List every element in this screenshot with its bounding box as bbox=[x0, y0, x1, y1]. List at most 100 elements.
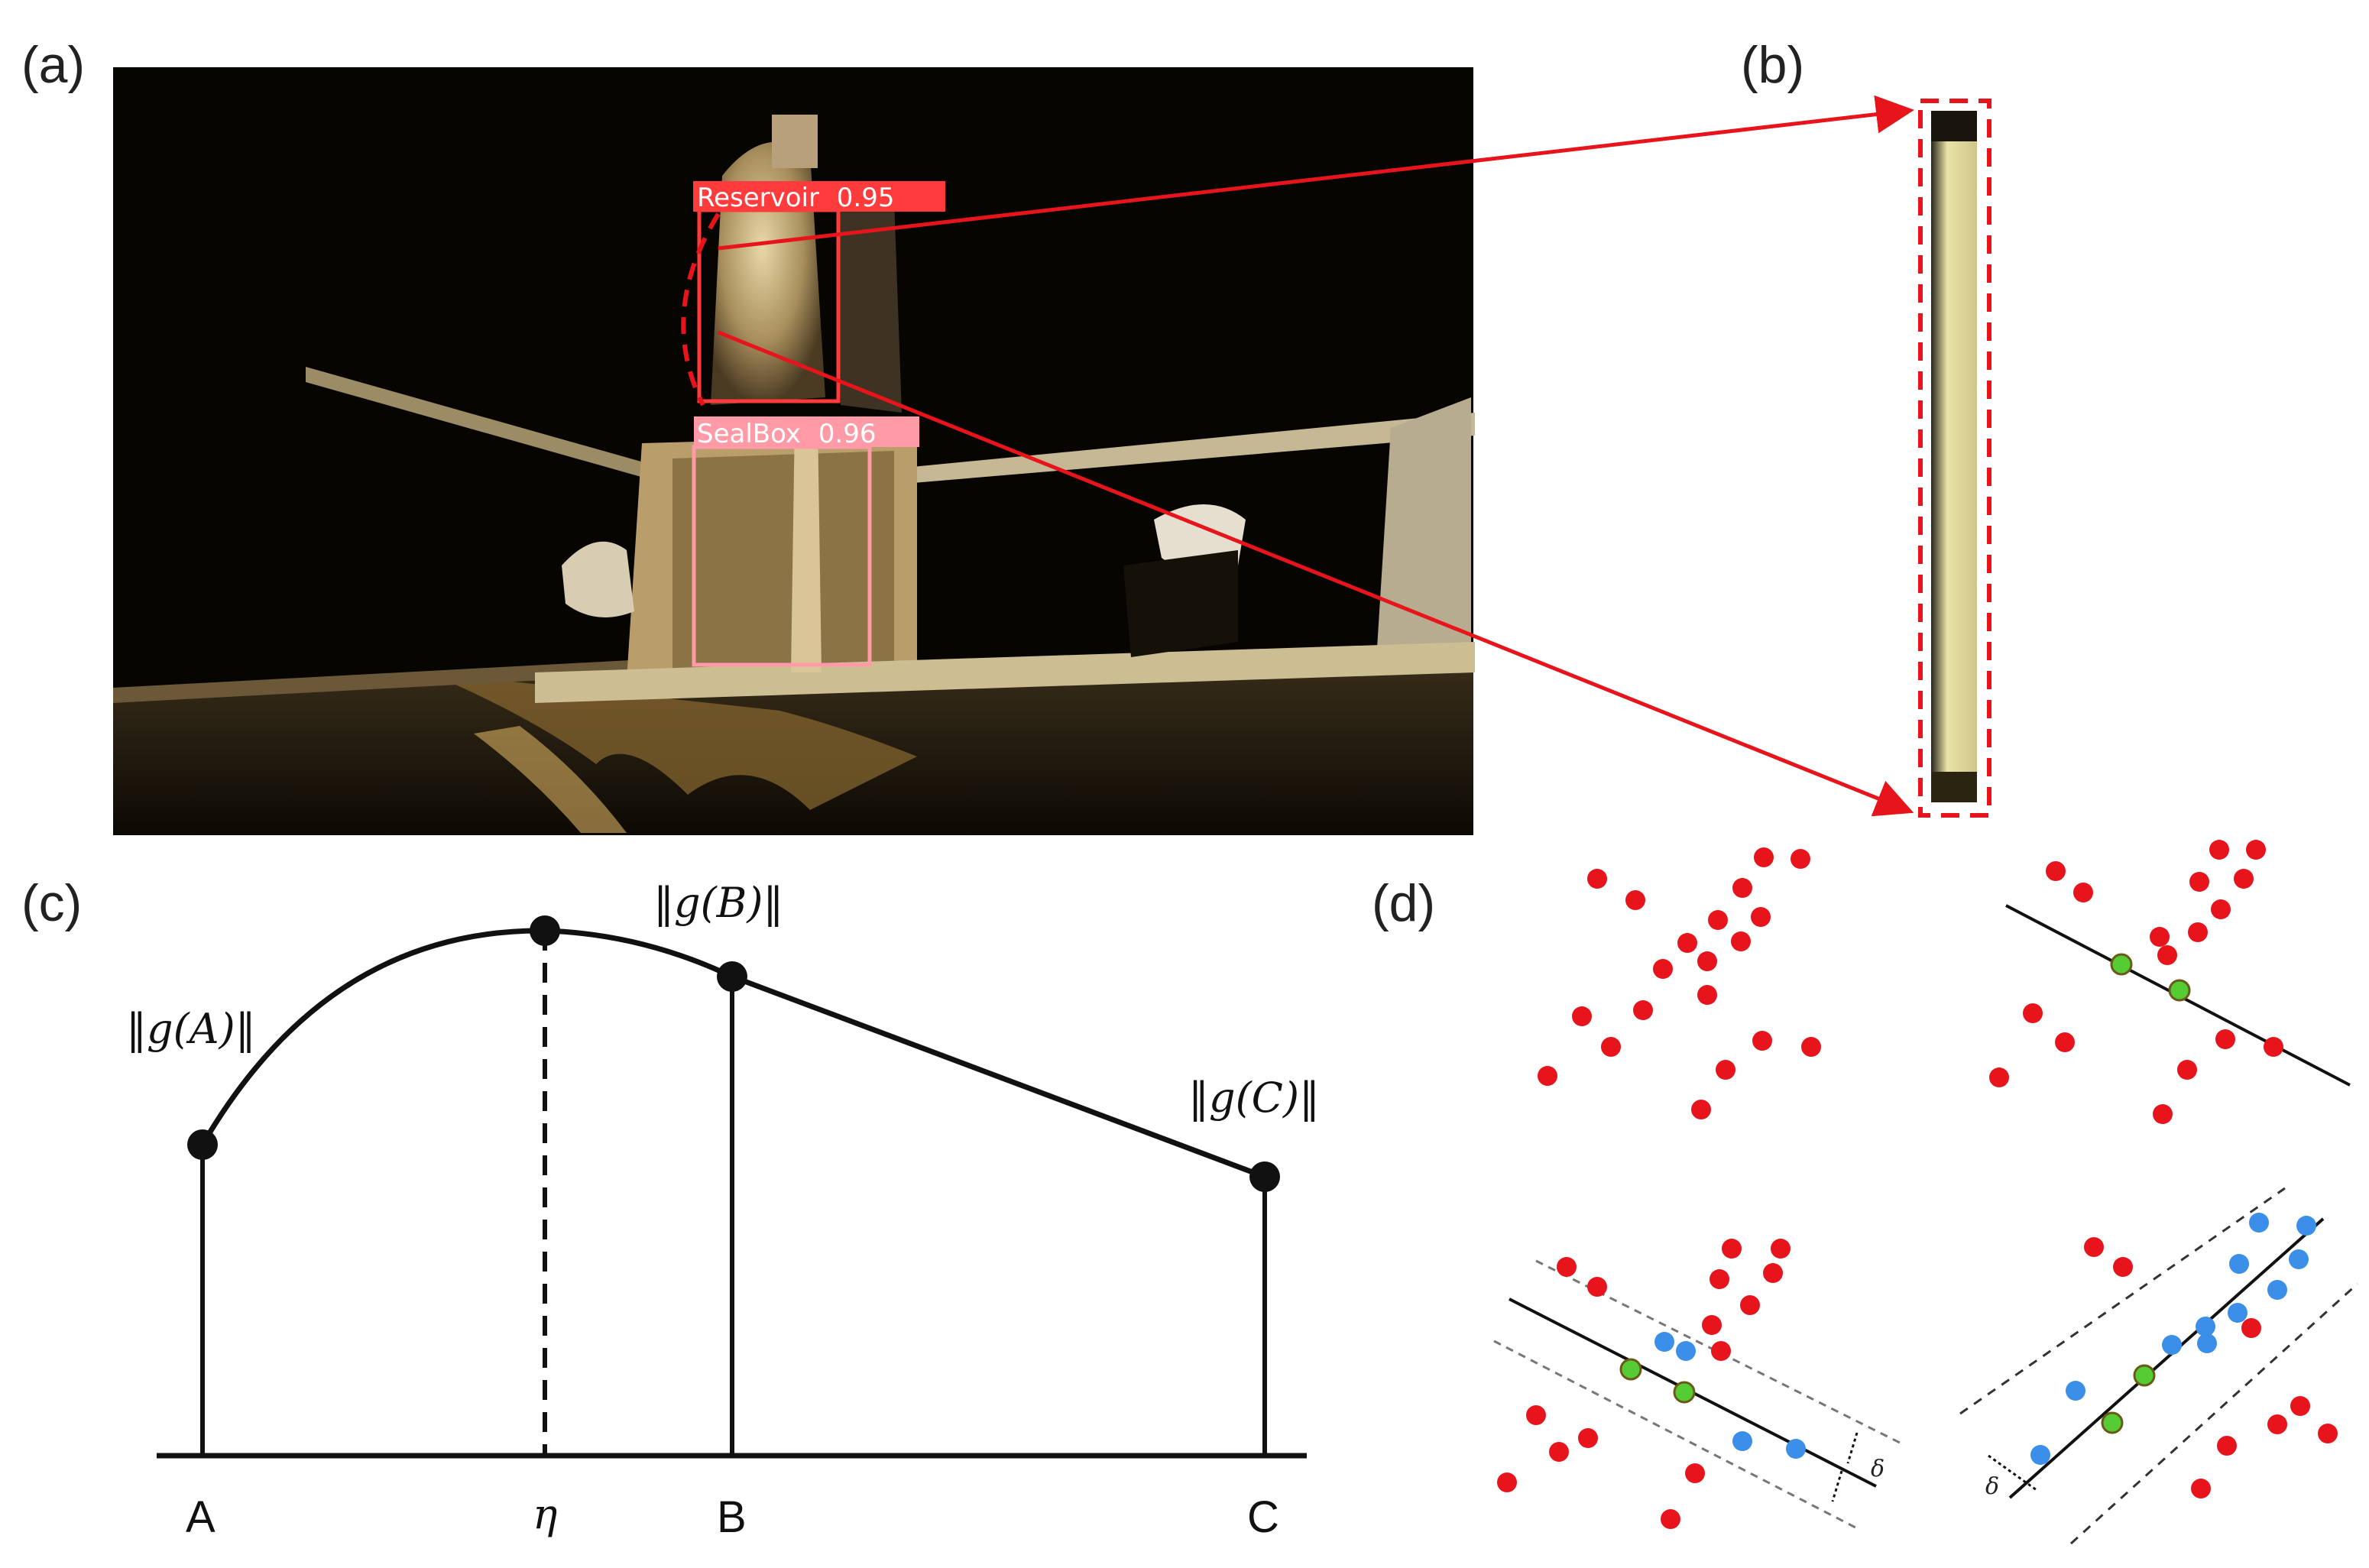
point-eta bbox=[530, 915, 560, 946]
ransac-point-tl-outlier bbox=[1677, 933, 1697, 953]
crop-strip bbox=[1931, 111, 1977, 802]
ransac-point-br-outlier bbox=[2191, 1479, 2211, 1498]
ransac-point-tr-outlier bbox=[2209, 840, 2229, 860]
ransac-point-tl-outlier bbox=[1633, 1000, 1653, 1020]
band-lower-br bbox=[2069, 1282, 2359, 1545]
ransac-point-tr-outlier bbox=[2189, 872, 2209, 892]
ransac-point-tr-outlier bbox=[2177, 1060, 2197, 1080]
ransac-point-br-outlier bbox=[2318, 1424, 2338, 1443]
ransac-point-bl-outlier bbox=[1557, 1257, 1577, 1277]
ransac-point-br-inlier bbox=[2249, 1213, 2269, 1233]
label-gC: ‖g(C)‖ bbox=[1188, 1074, 1320, 1122]
ransac-point-tl-outlier bbox=[1732, 878, 1752, 898]
ransac-point-tr-outlier bbox=[2046, 861, 2066, 881]
ransac-point-tr-outlier bbox=[2215, 1029, 2235, 1049]
ransac-point-tr-outlier bbox=[2211, 899, 2231, 919]
crop-frame-dashed bbox=[1918, 99, 1991, 818]
ransac-point-tr-outlier bbox=[2150, 927, 2170, 947]
ransac-point-br-outlier bbox=[2217, 1436, 2237, 1456]
ransac-point-bl-outlier bbox=[1497, 1472, 1517, 1492]
ransac-point-br-outlier bbox=[2241, 1318, 2261, 1338]
ransac-point-tl-outlier bbox=[1697, 985, 1717, 1005]
ransac-point-bl-outlier bbox=[1661, 1509, 1680, 1529]
ransac-point-tl-outlier bbox=[1791, 849, 1810, 869]
ransac-point-br-inlier bbox=[2196, 1317, 2215, 1336]
ransac-point-tr-outlier bbox=[2234, 869, 2254, 889]
delta-label-br: δ bbox=[1985, 1473, 1999, 1500]
svg-text:Reservoir 0.95: Reservoir 0.95 bbox=[697, 183, 895, 213]
delta-arrow-bl bbox=[1846, 1432, 1859, 1464]
ransac-point-br-inlier bbox=[2066, 1381, 2085, 1401]
ransac-point-br-sample bbox=[2133, 1364, 2156, 1387]
ransac-point-bl-outlier bbox=[1526, 1405, 1546, 1425]
ransac-point-tr-outlier bbox=[2055, 1032, 2075, 1052]
ransac-points bbox=[1497, 840, 2338, 1529]
ransac-point-br-inlier bbox=[2289, 1249, 2309, 1269]
ransac-point-tr-sample bbox=[2168, 979, 2191, 1002]
ransac-point-bl-outlier bbox=[1722, 1239, 1742, 1259]
ransac-point-bl-inlier bbox=[1732, 1431, 1752, 1451]
ransac-point-bl-outlier bbox=[1685, 1463, 1705, 1483]
ransac-point-br-inlier bbox=[2229, 1254, 2249, 1274]
ransac-point-tr-outlier bbox=[2153, 1104, 2173, 1124]
curve-diagram: ‖g(A)‖ ‖g(B)‖ ‖g(C)‖ A η B C bbox=[126, 879, 1320, 1542]
detection-score-reservoir: 0.95 bbox=[837, 183, 895, 213]
ransac-point-br-outlier bbox=[2267, 1414, 2287, 1434]
detection-sealbox: SealBox 0.96 bbox=[692, 416, 919, 667]
panel-label-b: (b) bbox=[1741, 36, 1804, 94]
ransac-point-tl-outlier bbox=[1708, 910, 1728, 930]
fit-line-br bbox=[2008, 1217, 2325, 1499]
ransac-point-br-sample bbox=[2101, 1411, 2124, 1434]
ransac-point-bl-outlier bbox=[1763, 1263, 1783, 1283]
ransac-point-tr-outlier bbox=[2157, 945, 2177, 965]
detection-reservoir: Reservoir 0.95 bbox=[693, 181, 945, 403]
ransac-point-tr-outlier bbox=[2023, 1003, 2043, 1023]
x-label-A: A bbox=[186, 1492, 216, 1542]
x-label-C: C bbox=[1247, 1492, 1279, 1542]
ransac-point-tr-outlier bbox=[2073, 883, 2093, 902]
ransac-point-tl-outlier bbox=[1751, 907, 1771, 927]
point-C bbox=[1249, 1161, 1280, 1192]
delta-label-bl: δ bbox=[1871, 1456, 1885, 1482]
detection-score-sealbox: 0.96 bbox=[818, 419, 877, 449]
ransac-point-tl-outlier bbox=[1752, 1031, 1772, 1051]
zoom-arrow-bottom bbox=[718, 330, 1914, 817]
ransac-point-tl-outlier bbox=[1697, 951, 1717, 971]
ransac-point-br-inlier bbox=[2162, 1335, 2182, 1355]
ransac-point-tr-sample bbox=[2110, 953, 2133, 976]
panel-label-a: (a) bbox=[21, 36, 85, 94]
ransac-point-tl-outlier bbox=[1716, 1060, 1735, 1080]
ransac-point-bl-outlier bbox=[1702, 1315, 1722, 1335]
ransac-point-br-outlier bbox=[2113, 1257, 2133, 1277]
edge-region-dashed bbox=[681, 212, 721, 407]
ransac-point-bl-outlier bbox=[1711, 1341, 1731, 1361]
ransac-point-bl-outlier bbox=[1578, 1428, 1598, 1448]
ransac-point-tr-outlier bbox=[1989, 1067, 2009, 1087]
panel-label-c: (c) bbox=[21, 874, 82, 932]
ransac-point-br-inlier bbox=[2197, 1333, 2217, 1353]
ransac-point-bl-outlier bbox=[1587, 1277, 1607, 1297]
ransac-point-br-inlier bbox=[2296, 1216, 2316, 1236]
ransac-point-bl-inlier bbox=[1786, 1439, 1806, 1459]
detection-label-sealbox: SealBox bbox=[697, 419, 801, 449]
ransac-point-bl-sample bbox=[1619, 1358, 1642, 1381]
ransac-point-tr-outlier bbox=[2264, 1037, 2283, 1057]
label-gB: ‖g(B)‖ bbox=[653, 879, 783, 927]
ransac-point-bl-outlier bbox=[1740, 1295, 1760, 1315]
ransac-point-br-inlier bbox=[2228, 1303, 2247, 1323]
panel-label-d: (d) bbox=[1372, 874, 1435, 932]
ransac-point-tl-outlier bbox=[1691, 1100, 1711, 1119]
point-B bbox=[717, 961, 747, 992]
label-gA: ‖g(A)‖ bbox=[126, 1005, 256, 1053]
svg-text:SealBox 0.96: SealBox 0.96 bbox=[697, 419, 877, 449]
ransac-point-bl-outlier bbox=[1771, 1239, 1791, 1259]
ransac-point-tl-outlier bbox=[1538, 1066, 1557, 1086]
delta-arrow-br bbox=[1988, 1454, 2037, 1492]
x-label-eta: η bbox=[533, 1490, 557, 1538]
ransac-point-tl-outlier bbox=[1601, 1037, 1621, 1057]
zoom-arrow-top bbox=[718, 95, 1914, 251]
ransac-point-tr-outlier bbox=[2246, 840, 2266, 860]
band-upper-br bbox=[1959, 1187, 2286, 1415]
ransac-point-tl-outlier bbox=[1731, 931, 1751, 951]
